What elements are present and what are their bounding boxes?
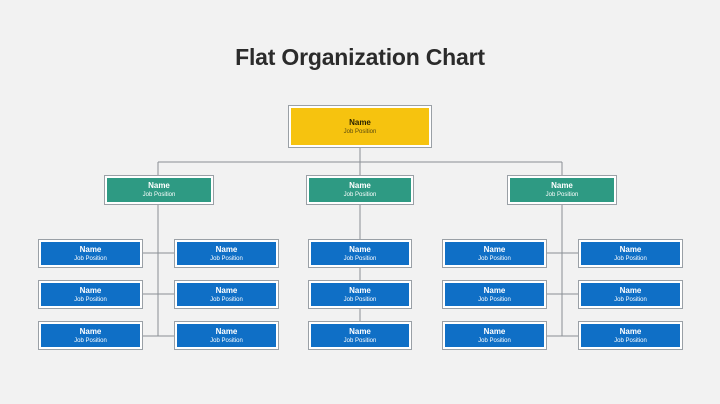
node-position: Job Position — [343, 128, 377, 135]
staff-node: Name Job Position — [174, 280, 279, 309]
node-name: Name — [79, 244, 102, 254]
node-name: Name — [349, 326, 371, 336]
node-name: Name — [619, 244, 642, 254]
staff-node: Name Job Position — [38, 280, 143, 309]
node-name: Name — [349, 244, 371, 254]
node-name: Name — [215, 285, 238, 295]
staff-node: Name Job Position — [442, 239, 547, 268]
node-name: Name — [349, 117, 371, 127]
node-position: Job Position — [74, 337, 107, 344]
staff-node: Name Job Position — [38, 239, 143, 268]
staff-node: Name Job Position — [308, 321, 412, 350]
node-position: Job Position — [545, 192, 579, 198]
node-name: Name — [215, 326, 238, 336]
node-name: Name — [483, 285, 506, 295]
staff-node: Name Job Position — [174, 239, 279, 268]
node-name: Name — [349, 181, 371, 190]
manager-node-2: Name Job Position — [306, 175, 414, 205]
staff-node: Name Job Position — [578, 239, 683, 268]
staff-node: Name Job Position — [442, 321, 547, 350]
node-position: Job Position — [343, 255, 377, 262]
node-name: Name — [349, 285, 371, 295]
node-name: Name — [215, 244, 238, 254]
node-name: Name — [483, 326, 506, 336]
node-position: Job Position — [74, 255, 107, 262]
manager-node-1: Name Job Position — [104, 175, 214, 205]
node-position: Job Position — [614, 337, 647, 344]
node-position: Job Position — [343, 192, 377, 198]
staff-node: Name Job Position — [308, 280, 412, 309]
root-node: Name Job Position — [288, 105, 432, 148]
staff-node: Name Job Position — [442, 280, 547, 309]
staff-node: Name Job Position — [174, 321, 279, 350]
node-name: Name — [619, 285, 642, 295]
staff-node: Name Job Position — [578, 280, 683, 309]
staff-node: Name Job Position — [578, 321, 683, 350]
node-position: Job Position — [478, 296, 511, 303]
node-position: Job Position — [210, 337, 243, 344]
node-position: Job Position — [478, 255, 511, 262]
staff-node: Name Job Position — [38, 321, 143, 350]
node-position: Job Position — [142, 192, 176, 198]
node-name: Name — [79, 326, 102, 336]
node-position: Job Position — [614, 255, 647, 262]
node-name: Name — [551, 181, 573, 190]
node-position: Job Position — [210, 255, 243, 262]
node-name: Name — [619, 326, 642, 336]
staff-node: Name Job Position — [308, 239, 412, 268]
node-position: Job Position — [614, 296, 647, 303]
node-position: Job Position — [210, 296, 243, 303]
manager-node-3: Name Job Position — [507, 175, 617, 205]
node-position: Job Position — [74, 296, 107, 303]
node-name: Name — [79, 285, 102, 295]
node-position: Job Position — [478, 337, 511, 344]
chart-title: Flat Organization Chart — [235, 44, 485, 70]
node-position: Job Position — [343, 296, 377, 303]
node-name: Name — [483, 244, 506, 254]
node-name: Name — [148, 181, 170, 190]
node-position: Job Position — [343, 337, 377, 344]
